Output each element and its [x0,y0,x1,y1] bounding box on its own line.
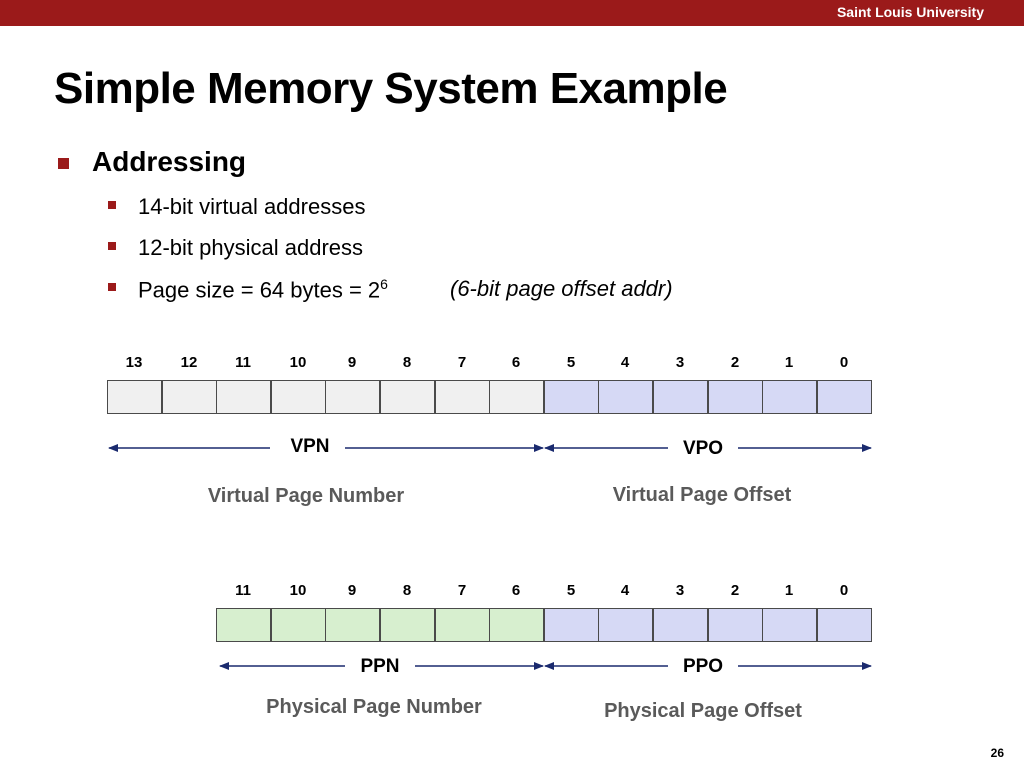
vpn-bit-cell [107,380,162,414]
page-offset-note: (6-bit page offset addr) [450,276,673,301]
bit-number: 1 [784,582,794,599]
bit-number: 0 [839,582,849,599]
bit-number: 12 [180,354,198,371]
bit-number: 2 [730,582,740,599]
bit-number: 10 [289,582,307,599]
bit-number: 7 [457,582,467,599]
ppo-bit-cell [708,608,763,642]
bit-number: 4 [620,582,630,599]
bullet-physical-bits: 12-bit physical address [138,235,364,260]
vpo-bit-cell [653,380,708,414]
ppn-bit-cell [325,608,380,642]
ppo-bit-cell [817,608,872,642]
page-size-exponent: 6 [380,276,388,292]
bit-number: 7 [457,354,467,371]
ppo-bit-cell [598,608,653,642]
bullet-square-icon [108,201,116,209]
bit-number: 4 [620,354,630,371]
bullet-page-size: Page size = 64 bytes = 26 [138,276,388,303]
bit-number: 6 [511,354,521,371]
vpn-label: VPN [290,436,330,457]
ppn-bit-cell [216,608,271,642]
ppo-label: PPO [682,656,724,677]
bit-number: 13 [125,354,143,371]
vpn-description: Virtual Page Number [207,485,405,507]
bullet-square-icon [58,158,69,169]
ppo-bit-cell [544,608,599,642]
bullet-square-icon [108,283,116,291]
bit-number: 6 [511,582,521,599]
vpo-bit-cell [817,380,872,414]
bit-number: 3 [675,582,685,599]
bit-number: 9 [347,582,357,599]
bit-number: 5 [566,354,576,371]
ppn-label: PPN [360,656,400,677]
bullet-virtual-bits: 14-bit virtual addresses [138,194,366,219]
header-bar: Saint Louis University [0,0,1024,26]
bit-number: 5 [566,582,576,599]
bit-number: 0 [839,354,849,371]
bit-number: 1 [784,354,794,371]
bit-number: 11 [235,354,251,371]
bit-number: 3 [675,354,685,371]
ppn-bit-cell [489,608,544,642]
vpo-bit-cell [598,380,653,414]
vpn-bit-cell [489,380,544,414]
bit-number: 2 [730,354,740,371]
vpo-label: VPO [682,438,724,459]
page-number: 26 [990,746,1004,760]
vpo-bit-cell [708,380,763,414]
bit-number: 10 [289,354,307,371]
bit-number: 8 [402,354,412,371]
vpo-description: Virtual Page Offset [612,484,792,506]
vpn-bit-cell [271,380,326,414]
bit-number: 9 [347,354,357,371]
vpn-bit-cell [380,380,435,414]
slide-title: Simple Memory System Example [54,64,728,113]
vpn-bit-cell [216,380,271,414]
ppn-bit-cell [380,608,435,642]
university-name: Saint Louis University [836,4,984,20]
bit-number: 11 [235,582,251,599]
page-size-text: Page size = 64 bytes = 2 [138,277,381,303]
ppo-description: Physical Page Offset [604,700,802,722]
ppn-description: Physical Page Number [266,696,482,718]
vpo-bit-cell [762,380,817,414]
heading-addressing: Addressing [92,146,247,177]
vpn-bit-cell [325,380,380,414]
bullet-square-icon [108,242,116,250]
ppo-bit-cell [653,608,708,642]
ppo-bit-cell [762,608,817,642]
bit-number: 8 [402,582,412,599]
